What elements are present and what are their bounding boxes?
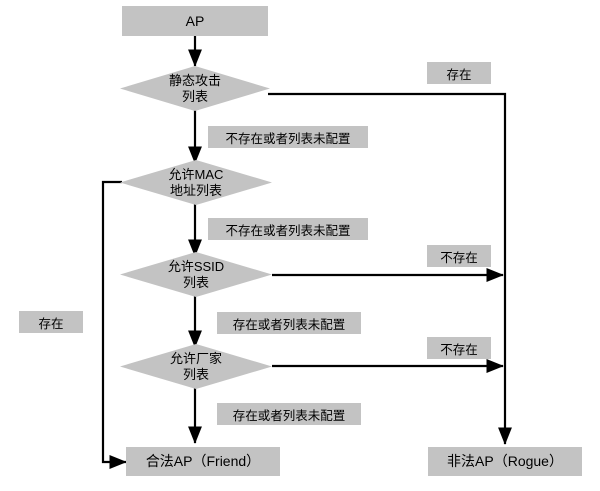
diamond-shape-vendor [120,344,272,389]
edge-label-not-exists-or-unconfigured-1: 不存在或者列表未配置 [208,126,368,148]
node-ap-label: AP [185,12,205,29]
node-allowed-mac-list[interactable]: 允许MAC 地址列表 [120,160,272,205]
diamond-shape-mac [120,160,272,205]
node-allowed-mac-list-label: 允许MAC 地址列表 [168,167,224,198]
node-rogue-ap-label: 非法AP（Rogue） [447,453,563,470]
edge-label-not-exists-or-unconfigured-2: 不存在或者列表未配置 [208,218,368,240]
node-ap[interactable]: AP [122,6,268,36]
node-rogue-ap[interactable]: 非法AP（Rogue） [428,447,582,476]
edge-label-not-exists-or-unconfigured-2-text: 不存在或者列表未配置 [225,223,351,238]
edge-label-exists-left: 存在 [19,311,83,333]
edge-label-exists-or-unconfigured-1-text: 存在或者列表未配置 [232,317,346,332]
node-friend-ap-label: 合法AP（Friend） [145,453,261,470]
edge-label-exists-left-text: 存在 [38,316,64,331]
edge-label-not-exists-ssid-text: 不存在 [440,250,478,265]
edge-label-exists-or-unconfigured-2-text: 存在或者列表未配置 [232,408,346,423]
node-allowed-vendor-list-label: 允许厂家 列表 [169,351,222,382]
node-allowed-vendor-list[interactable]: 允许厂家 列表 [120,344,272,389]
edge-label-exists-or-unconfigured-1: 存在或者列表未配置 [217,312,361,334]
node-friend-ap[interactable]: 合法AP（Friend） [126,447,280,476]
node-static-attack-list[interactable]: 静态攻击 列表 [120,66,270,111]
edge-label-not-exists-or-unconfigured-1-text: 不存在或者列表未配置 [225,131,351,146]
edge-static-exists-to-rogue [268,92,513,445]
node-allowed-ssid-list-label: 允许SSID 列表 [167,259,225,290]
edge-label-exists-top-right: 存在 [427,62,491,84]
diamond-shape-ssid [120,252,272,297]
edge-mac-exists-to-friend [101,180,127,470]
diamond-shape-static [120,66,270,111]
edge-label-exists-or-unconfigured-2: 存在或者列表未配置 [217,403,361,425]
edge-label-not-exists-vendor-text: 不存在 [440,342,478,357]
edge-label-not-exists-vendor: 不存在 [427,337,491,359]
node-static-attack-list-label: 静态攻击 列表 [168,73,221,104]
edge-label-not-exists-ssid: 不存在 [427,245,491,267]
node-allowed-ssid-list[interactable]: 允许SSID 列表 [120,252,272,297]
edge-label-exists-top-right-text: 存在 [446,67,472,82]
